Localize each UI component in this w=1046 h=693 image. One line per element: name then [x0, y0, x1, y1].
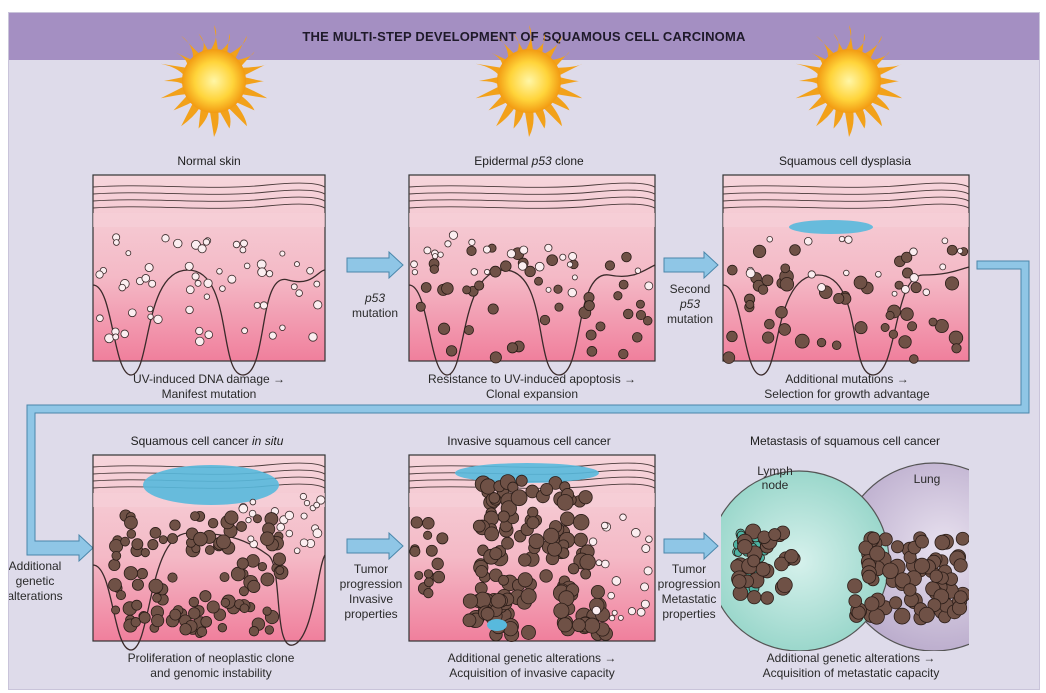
- skin-panel-invasive: [409, 455, 655, 642]
- caption-dys-1: Additional mutations →: [785, 372, 908, 386]
- sun-icon: [476, 25, 583, 137]
- caption-normal-2: Manifest mutation: [162, 387, 257, 401]
- metastasis-panel: [709, 463, 1028, 651]
- stage-label-invasive: Invasive squamous cell cancer: [447, 434, 610, 448]
- caption-invasive-2: Acquisition of invasive capacity: [449, 666, 614, 680]
- diagram: Normal skin Epidermal p53 clone Squamous…: [9, 13, 1040, 690]
- arrow-1-label: p53: [364, 291, 385, 305]
- sun-icon: [796, 25, 903, 137]
- figure-panel: THE MULTI-STEP DEVELOPMENT OF SQUAMOUS C…: [8, 12, 1040, 690]
- lymph-node-label-2: node: [762, 478, 789, 492]
- caption-p53-2: Clonal expansion: [486, 387, 578, 401]
- stage-label-metastasis: Metastasis of squamous cell cancer: [750, 434, 940, 448]
- sun-icon: [161, 25, 268, 137]
- arrow-right-icon: [664, 252, 718, 278]
- arrow-2-label-3: mutation: [667, 312, 713, 326]
- caption-dys-2: Selection for growth advantage: [764, 387, 930, 401]
- arrow-3-label-3: alterations: [9, 589, 63, 603]
- arrow-4-label: Tumor: [354, 562, 388, 576]
- arrow-right-icon: [347, 533, 403, 559]
- arrow-5-label: Tumor: [672, 562, 706, 576]
- arrow-1-label-2: mutation: [352, 306, 398, 320]
- caption-in-situ-2: and genomic instability: [150, 666, 271, 680]
- lymph-node-label: Lymph: [757, 464, 793, 478]
- lung-label: Lung: [914, 472, 941, 486]
- arrow-5-label-4: properties: [662, 607, 715, 621]
- caption-in-situ-1: Proliferation of neoplastic clone: [128, 651, 295, 665]
- stage-label-normal-skin: Normal skin: [177, 154, 240, 168]
- stage-label-in-situ: Squamous cell cancer in situ: [131, 434, 284, 448]
- stage-label-p53-clone: Epidermal p53 clone: [474, 154, 584, 168]
- arrow-5-label-3: Metastatic: [662, 592, 717, 606]
- skin-panel-dysplasia: [723, 175, 969, 375]
- arrow-2-label: Second: [670, 282, 711, 296]
- skin-panel-normal: [93, 175, 325, 375]
- arrow-3-label-2: genetic: [16, 574, 55, 588]
- caption-metastasis-1: Additional genetic alterations →: [767, 651, 936, 665]
- skin-panel-in-situ: [93, 455, 325, 650]
- arrow-right-icon: [347, 252, 403, 278]
- caption-metastasis-2: Acquisition of metastatic capacity: [763, 666, 940, 680]
- arrow-3-label: Additional: [9, 559, 61, 573]
- stage-label-dysplasia: Squamous cell dysplasia: [779, 154, 911, 168]
- caption-normal-1: UV-induced DNA damage →: [133, 372, 285, 386]
- arrow-4-label-2: progression: [340, 577, 403, 591]
- caption-p53-1: Resistance to UV-induced apoptosis →: [428, 372, 636, 386]
- arrow-2-label-2: p53: [679, 297, 700, 311]
- arrow-4-label-4: properties: [344, 607, 397, 621]
- arrow-5-label-2: progression: [658, 577, 721, 591]
- arrow-right-icon: [664, 533, 718, 559]
- skin-panel-p53-clone: [409, 175, 655, 375]
- arrow-4-label-3: Invasive: [349, 592, 393, 606]
- caption-invasive-1: Additional genetic alterations →: [448, 651, 617, 665]
